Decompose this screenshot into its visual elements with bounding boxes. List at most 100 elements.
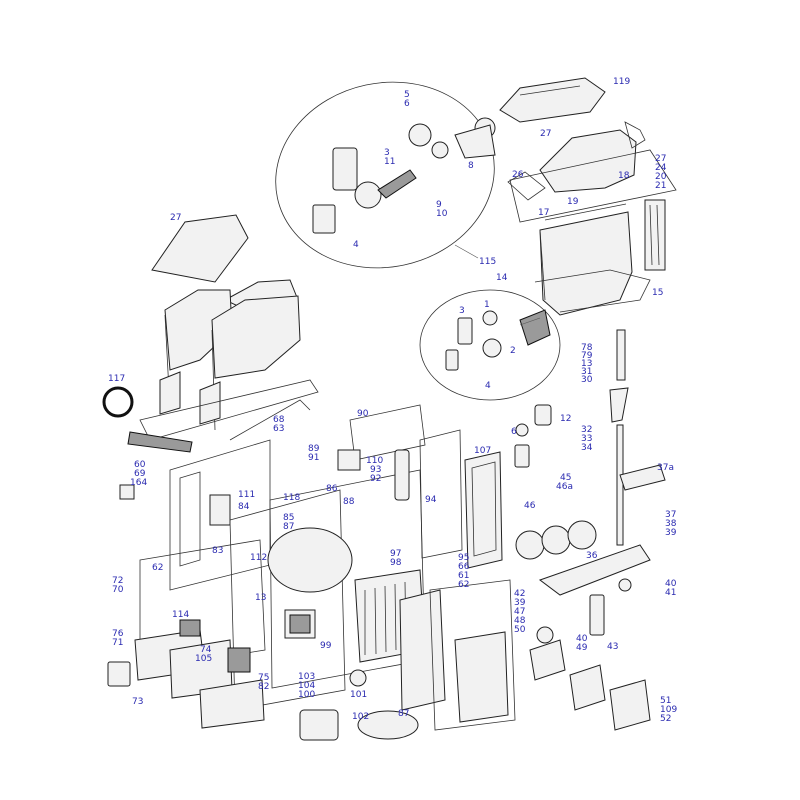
part-number-109: 109 <box>660 705 677 715</box>
part-number-95: 95 <box>458 553 469 563</box>
part-number-37a: 37a <box>657 463 674 473</box>
part-number-70: 70 <box>112 585 124 595</box>
part-number-27-top: 27 <box>540 129 551 139</box>
part-number-66: 66 <box>458 562 470 572</box>
auger-shaft <box>127 431 193 453</box>
part-number-6b: 6 <box>511 427 517 437</box>
part-number-71: 71 <box>112 638 123 648</box>
part-number-62: 62 <box>458 580 469 590</box>
part-number-10: 10 <box>436 209 448 219</box>
part-number-11: 11 <box>384 157 395 167</box>
part-number-83: 83 <box>212 546 223 556</box>
part-number-30: 30 <box>581 375 593 385</box>
part-number-110: 110 <box>366 456 383 466</box>
part-number-99: 99 <box>320 641 332 651</box>
part-number-33: 33 <box>581 434 592 444</box>
part-labels: 119 27 5 6 3 11 8 9 10 4 27 24 20 21 26 … <box>108 77 677 724</box>
part-number-31: 31 <box>581 367 592 377</box>
part-number-103: 103 <box>298 672 315 682</box>
part-number-63: 63 <box>273 424 284 434</box>
part-number-102: 102 <box>352 712 369 722</box>
part-number-37: 37 <box>665 510 676 520</box>
part-number-82: 82 <box>258 682 269 692</box>
side-panel-15 <box>644 199 666 271</box>
part-number-60: 60 <box>134 460 146 470</box>
part-number-73: 73 <box>132 697 143 707</box>
right-tank-group <box>507 121 677 316</box>
part-number-13b: 13 <box>255 593 266 603</box>
part-number-107: 107 <box>474 446 491 456</box>
part-number-105: 105 <box>195 654 212 664</box>
part-number-36: 36 <box>586 551 598 561</box>
tap-cover <box>312 204 336 234</box>
part-number-101: 101 <box>350 690 367 700</box>
part-number-19: 19 <box>567 197 579 207</box>
part-number-50: 50 <box>514 625 526 635</box>
part-number-104: 104 <box>298 681 315 691</box>
part-number-46a: 46a <box>556 482 573 492</box>
part-number-90: 90 <box>357 409 369 419</box>
part-number-84: 84 <box>238 502 250 512</box>
part-number-72: 72 <box>112 576 123 586</box>
part-number-164: 164 <box>130 478 147 488</box>
part-number-4: 4 <box>353 240 359 250</box>
tap-lever <box>332 147 358 191</box>
part-number-32: 32 <box>581 425 592 435</box>
part-number-87: 87 <box>283 522 294 532</box>
part-number-75: 75 <box>258 673 269 683</box>
chassis-frame <box>169 404 516 741</box>
part-number-115: 115 <box>479 257 496 267</box>
front-panels <box>107 484 266 729</box>
drip-parts <box>514 329 629 546</box>
part-number-2: 2 <box>510 346 516 356</box>
part-number-39b: 39 <box>514 598 526 608</box>
part-number-94: 94 <box>425 495 437 505</box>
part-number-6: 6 <box>404 99 410 109</box>
part-number-18-top: 18 <box>618 171 630 181</box>
part-number-88: 88 <box>343 497 355 507</box>
part-number-85: 85 <box>283 513 294 523</box>
part-number-38: 38 <box>665 519 677 529</box>
part-number-52: 52 <box>660 714 671 724</box>
part-number-118: 118 <box>283 493 300 503</box>
part-number-14: 14 <box>496 273 508 283</box>
part-number-1: 1 <box>484 300 490 310</box>
part-number-42: 42 <box>514 589 525 599</box>
part-number-49: 49 <box>576 643 588 653</box>
part-number-17: 17 <box>538 208 549 218</box>
part-number-46: 46 <box>524 501 536 511</box>
part-number-79: 79 <box>581 351 593 361</box>
part-number-4b: 4 <box>485 381 491 391</box>
part-number-74: 74 <box>200 645 212 655</box>
ring-117 <box>102 386 134 418</box>
part-number-92: 92 <box>370 474 381 484</box>
part-number-3b: 3 <box>459 306 465 316</box>
part-number-100: 100 <box>298 690 315 700</box>
part-number-26: 26 <box>512 170 524 180</box>
part-number-24: 24 <box>655 163 667 173</box>
part-number-86: 86 <box>326 484 338 494</box>
part-number-20: 20 <box>655 172 667 182</box>
part-number-61: 61 <box>458 571 469 581</box>
compressor <box>267 527 353 593</box>
part-number-97: 97 <box>390 549 401 559</box>
part-number-27-left: 27 <box>170 213 181 223</box>
part-number-89: 89 <box>308 444 320 454</box>
part-number-119: 119 <box>613 77 630 87</box>
part-number-62b: 62 <box>152 563 163 573</box>
part-number-9: 9 <box>436 200 442 210</box>
part-number-48: 48 <box>514 616 526 626</box>
tap-detail-callout-2 <box>419 289 561 401</box>
part-number-3: 3 <box>384 148 390 158</box>
part-number-27: 27 <box>655 154 666 164</box>
part-number-8: 8 <box>468 161 474 171</box>
part-number-68: 68 <box>273 415 285 425</box>
part-number-45: 45 <box>560 473 571 483</box>
part-number-34: 34 <box>581 443 593 453</box>
part-number-98: 98 <box>390 558 402 568</box>
double-machine <box>102 214 319 453</box>
part-number-112: 112 <box>250 553 267 563</box>
part-number-69: 69 <box>134 469 146 479</box>
part-number-91: 91 <box>308 453 319 463</box>
